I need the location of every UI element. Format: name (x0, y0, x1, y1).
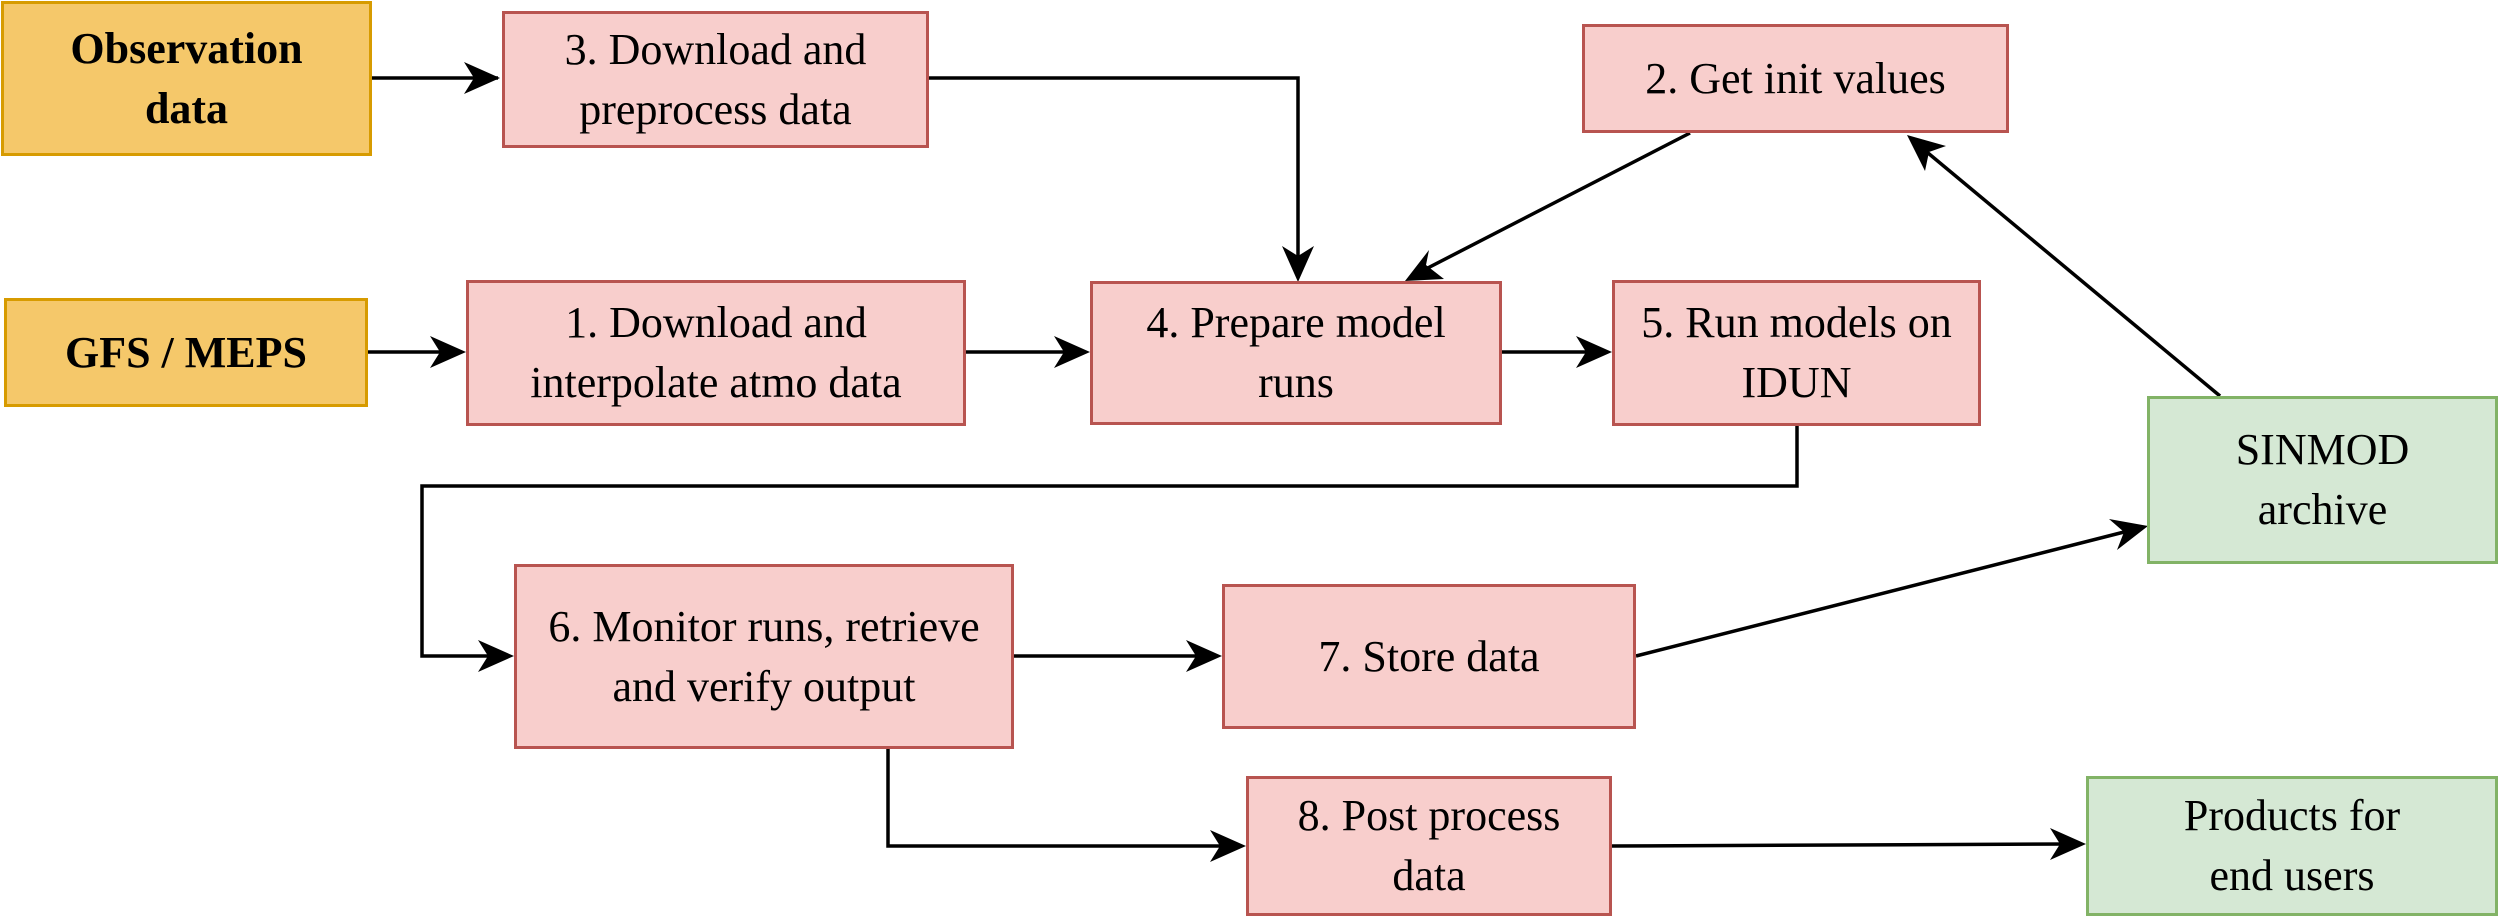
arrowhead-step3-to-step4 (1282, 246, 1314, 282)
node-step1-line-2: interpolate atmo data (530, 358, 902, 407)
edge-step8-to-products (1611, 842, 2071, 848)
arrowhead-sinmod-to-step2 (1907, 135, 1946, 171)
node-step-5: 5. Run models on IDUN (1612, 280, 1981, 426)
node-sinmod-line-2: archive (2257, 485, 2388, 534)
edge-step6-to-step8 (886, 749, 1230, 848)
node-step2-line-1: 2. Get init values (1645, 53, 1946, 103)
node-step-6: 6. Monitor runs, retrieve and verify out… (514, 564, 1014, 749)
node-observation-line-1: Observation (70, 23, 303, 73)
node-step5-line-1: 5. Run models on (1641, 298, 1952, 347)
node-observation-line-2: data (144, 83, 229, 133)
node-sinmod-archive: SINMOD archive (2147, 396, 2498, 564)
arrowhead-step7-to-sinmod (2109, 519, 2148, 550)
edge-step3-to-step4 (929, 76, 1300, 262)
node-products-line-1: Products for (2183, 791, 2401, 840)
arrowhead-step4-to-step5 (1576, 336, 1612, 368)
node-step-8: 8. Post process data (1246, 776, 1612, 916)
node-step8-line-1: 8. Post process (1297, 791, 1561, 840)
edge-step7-to-sinmod (1635, 528, 2133, 658)
node-step6-line-2: and verify output (612, 661, 916, 711)
node-step3-line-1: 3. Download and (564, 24, 867, 74)
arrowhead-step5-to-step6 (478, 640, 514, 672)
arrowhead-step6-to-step8 (1210, 830, 1246, 862)
arrowhead-step8-to-products (2050, 828, 2086, 860)
node-step-1: 1. Download and interpolate atmo data (466, 280, 966, 426)
node-step5-line-2: IDUN (1741, 358, 1852, 407)
node-products-line-2: end users (2209, 851, 2375, 900)
node-step8-line-2: data (1392, 851, 1466, 900)
arrowhead-step2-to-step4 (1405, 250, 1444, 281)
node-step4-line-2: runs (1258, 358, 1334, 407)
node-observation-data: Observation data (1, 1, 372, 156)
edge-step2-to-step4 (1419, 131, 1691, 274)
node-products-for-end-users: Products for end users (2086, 776, 2498, 916)
arrowhead-step1-to-step4 (1054, 336, 1090, 368)
edge-sinmod-to-step2 (1920, 146, 2222, 398)
node-step1-line-1: 1. Download and (565, 298, 867, 347)
node-gfs-meps: GFS / MEPS (4, 298, 368, 407)
node-step3-line-2: preprocess data (579, 84, 852, 134)
node-step-4: 4. Prepare model runs (1090, 281, 1502, 425)
edge-step5-to-step6 (420, 426, 1799, 658)
node-step-2: 2. Get init values (1582, 24, 2009, 133)
node-step4-line-1: 4. Prepare model (1146, 298, 1446, 347)
node-step7-line-1: 7. Store data (1318, 631, 1540, 681)
node-step-3: 3. Download and preprocess data (502, 11, 929, 148)
arrowhead-observation-to-step3 (464, 62, 500, 94)
node-sinmod-line-1: SINMOD (2235, 425, 2410, 474)
node-step-7: 7. Store data (1222, 584, 1636, 729)
node-gfs-line-1: GFS / MEPS (64, 327, 308, 377)
arrowhead-step6-to-step7 (1186, 640, 1222, 672)
node-step6-line-1: 6. Monitor runs, retrieve (548, 601, 980, 651)
arrowhead-gfs-to-step1 (430, 336, 466, 368)
